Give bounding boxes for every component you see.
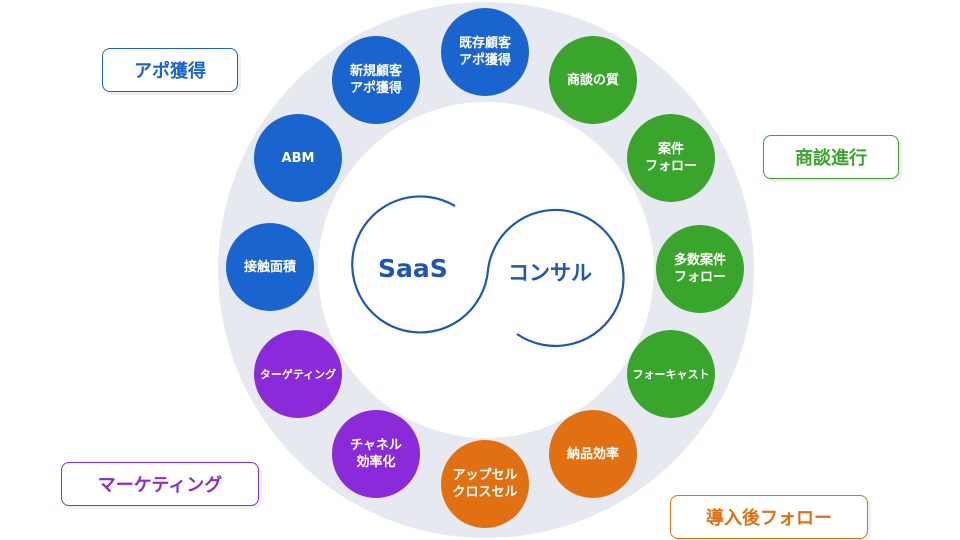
node-channel-efficiency: チャネル 効率化 [332, 410, 420, 498]
infinity-loop-icon [351, 195, 625, 348]
category-label-marketing: マーケティング [61, 462, 259, 506]
node-new-customer-appointment: 新規顧客 アポ獲得 [332, 36, 420, 124]
node-meeting-quality: 商談の質 [549, 36, 637, 124]
inner-circle [318, 102, 654, 438]
node-targeting: ターゲティング [254, 330, 342, 418]
node-forecast: フォーキャスト [627, 330, 715, 418]
node-multi-deal-follow: 多数案件 フォロー [656, 225, 744, 313]
node-delivery-efficiency: 納品効率 [549, 410, 637, 498]
node-upsell-crosssell: アップセル クロスセル [441, 440, 529, 528]
node-contact-surface: 接触面積 [226, 223, 314, 311]
category-label-appointment: アポ獲得 [102, 48, 238, 92]
node-abm: ABM [254, 114, 342, 202]
node-existing-customer-appointment: 既存顧客 アポ獲得 [441, 8, 529, 96]
category-label-negotiation: 商談進行 [763, 135, 899, 179]
node-deal-follow: 案件 フォロー [627, 114, 715, 202]
category-label-after-sales: 導入後フォロー [670, 495, 868, 539]
center-saas-label: SaaS [378, 254, 448, 283]
center-consulting-label: コンサル [508, 261, 592, 285]
